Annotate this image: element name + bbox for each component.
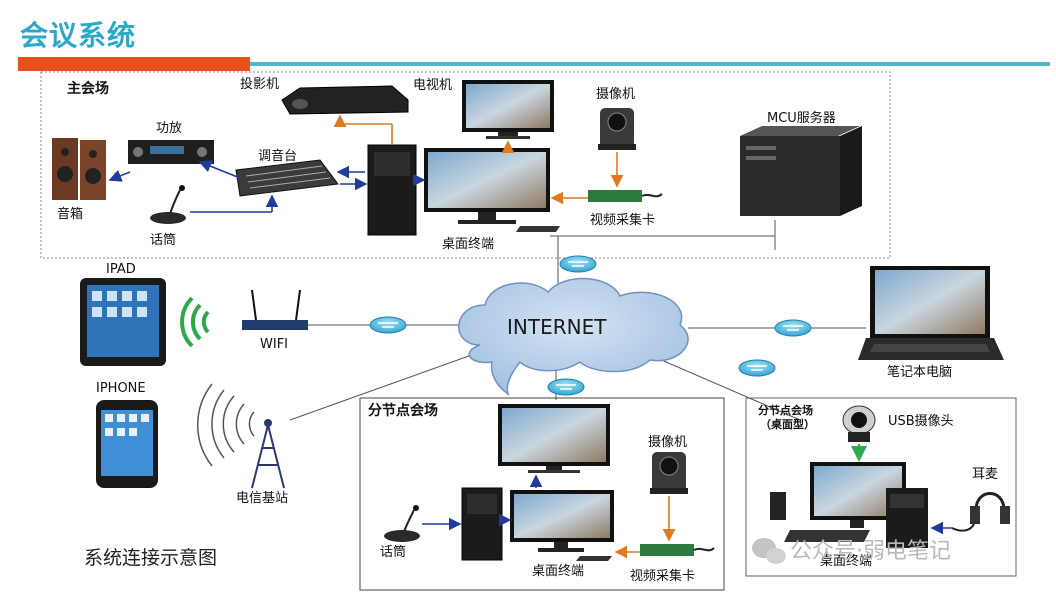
router-icon bbox=[559, 255, 597, 273]
laptop-label: 笔记本电脑 bbox=[887, 364, 952, 380]
branch-capture-card-label: 视频采集卡 bbox=[630, 568, 695, 584]
desktop-terminal-icon bbox=[424, 148, 560, 232]
ptz-camera-icon bbox=[650, 452, 688, 494]
microphone-icon bbox=[150, 185, 186, 224]
desktop-branch-title: 分节点会场 bbox=[758, 403, 813, 417]
pc-tower-icon bbox=[367, 144, 417, 236]
router-icon bbox=[369, 316, 407, 334]
microphone-icon bbox=[384, 505, 420, 542]
branch-venue-title: 分节点会场 bbox=[368, 402, 438, 419]
router-icon bbox=[547, 378, 585, 396]
base-station-label: 电信基站 bbox=[236, 491, 288, 506]
usb-camera-label: USB摄像头 bbox=[888, 414, 954, 429]
laptop-icon bbox=[858, 266, 1004, 360]
router-icon bbox=[738, 359, 776, 377]
ipad-label: IPAD bbox=[106, 262, 136, 277]
camera-label: 摄像机 bbox=[596, 87, 635, 102]
cell-tower-icon bbox=[196, 383, 285, 489]
page-title: 会议系统 bbox=[20, 19, 137, 52]
branch-terminal-label: 桌面终端 bbox=[532, 563, 584, 579]
terminal-label: 桌面终端 bbox=[442, 236, 494, 252]
desktop-terminal-icon bbox=[510, 490, 614, 561]
signal-arrows bbox=[422, 474, 543, 531]
mcu-label: MCU服务器 bbox=[767, 110, 836, 126]
main-venue-box bbox=[40, 71, 891, 259]
branch-venue-box bbox=[359, 397, 725, 591]
mixer-label: 调音台 bbox=[258, 148, 297, 164]
title-underline bbox=[250, 62, 1050, 66]
title-accent-bar bbox=[18, 57, 250, 71]
signal-arrows bbox=[108, 160, 426, 213]
tv-icon bbox=[498, 404, 610, 473]
amplifier-icon bbox=[128, 140, 214, 164]
iphone-icon bbox=[96, 400, 158, 488]
pc-tower-icon bbox=[886, 488, 928, 548]
router-icon bbox=[774, 319, 812, 337]
wifi-label: WIFI bbox=[260, 337, 288, 352]
internet-label: INTERNET bbox=[507, 315, 607, 339]
wechat-icon bbox=[752, 538, 786, 564]
ipad-icon bbox=[80, 278, 166, 366]
speaker-label: 音箱 bbox=[57, 206, 83, 222]
branch-microphone-label: 话筒 bbox=[380, 544, 406, 560]
desktop-branch-box bbox=[745, 397, 1017, 577]
ptz-camera-icon bbox=[598, 108, 636, 150]
watermark-text: 公众号·弱电笔记 bbox=[790, 539, 951, 564]
amplifier-label: 功放 bbox=[156, 121, 182, 136]
capture-card-icon bbox=[588, 190, 663, 202]
pc-tower-icon bbox=[461, 487, 503, 561]
projector-label: 投影机 bbox=[240, 76, 279, 92]
usb-camera-icon bbox=[842, 405, 876, 442]
tv-icon bbox=[462, 80, 554, 139]
headset-icon bbox=[951, 492, 1010, 532]
wifi-signal-icon bbox=[180, 296, 210, 348]
desktop-branch-subtitle: （桌面型） bbox=[760, 417, 815, 431]
video-arrows bbox=[333, 114, 624, 205]
desktop-terminal-label: 桌面终端 bbox=[820, 553, 872, 569]
iphone-label: IPHONE bbox=[96, 381, 146, 396]
wifi-router-icon bbox=[242, 289, 308, 330]
tv-label: 电视机 bbox=[413, 78, 452, 93]
main-venue-title: 主会场 bbox=[67, 80, 109, 97]
mixer-icon bbox=[235, 159, 339, 197]
microphone-label: 话筒 bbox=[150, 232, 176, 248]
speaker-icon bbox=[52, 138, 106, 200]
internet-cloud-icon bbox=[458, 277, 689, 396]
capture-card-icon bbox=[640, 544, 715, 556]
branch-camera-label: 摄像机 bbox=[648, 435, 687, 450]
headset-label: 耳麦 bbox=[972, 467, 998, 482]
video-arrows bbox=[614, 496, 676, 559]
capture-card-label: 视频采集卡 bbox=[590, 212, 655, 228]
mcu-server-icon bbox=[740, 126, 862, 216]
projector-icon bbox=[281, 85, 409, 115]
diagram-caption: 系统连接示意图 bbox=[84, 547, 217, 569]
